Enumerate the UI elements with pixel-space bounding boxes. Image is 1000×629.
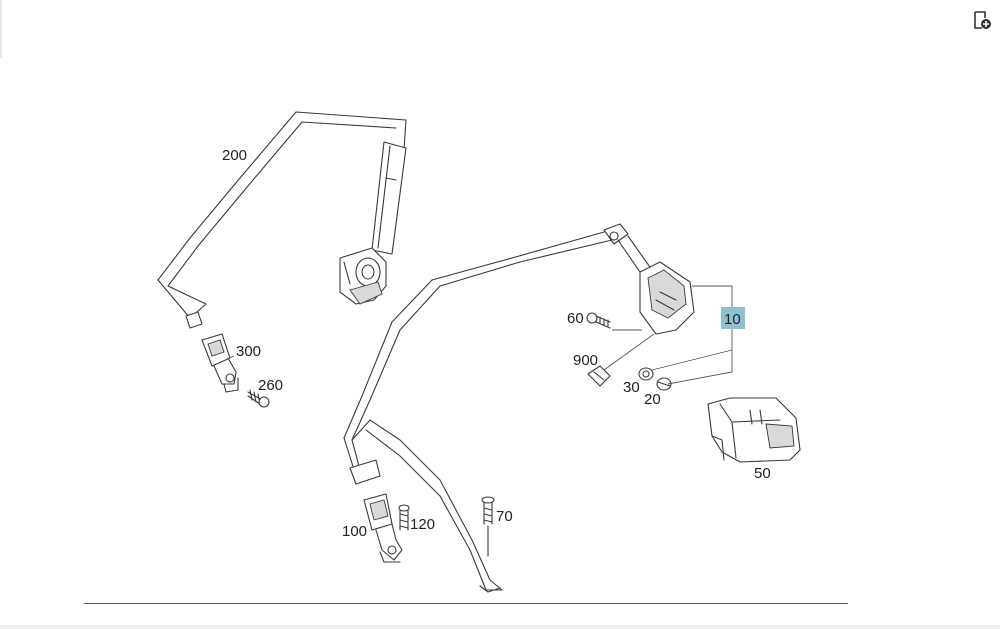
buckle-300 <box>201 333 239 393</box>
left-edge-strip <box>0 0 2 58</box>
add-to-list-icon <box>974 11 991 29</box>
bolt-70 <box>481 496 495 557</box>
bolt-260 <box>247 389 270 408</box>
diagram-baseline <box>84 603 848 604</box>
callout-70[interactable]: 70 <box>496 508 513 525</box>
callout-30[interactable]: 30 <box>623 379 640 396</box>
bolt-120 <box>398 504 410 531</box>
washer-30 <box>638 367 654 381</box>
callout-300[interactable]: 300 <box>236 343 261 360</box>
buckle-100 <box>363 493 403 563</box>
bottom-strip <box>0 625 1000 629</box>
callout-10[interactable]: 10 <box>724 311 741 328</box>
callout-120[interactable]: 120 <box>410 516 435 533</box>
cap-20 <box>656 377 672 391</box>
clip-900 <box>587 365 611 387</box>
callout-260[interactable]: 260 <box>258 377 283 394</box>
callout-50[interactable]: 50 <box>754 465 771 482</box>
callout-100[interactable]: 100 <box>342 523 367 540</box>
callout-60[interactable]: 60 <box>567 310 584 327</box>
bolt-60 <box>586 312 611 329</box>
callout-10-highlight <box>721 307 745 329</box>
callout-20[interactable]: 20 <box>644 391 661 408</box>
belt-assembly-200 <box>157 111 407 329</box>
callout-200[interactable]: 200 <box>222 147 247 164</box>
belt-assembly-10 <box>343 223 695 593</box>
callout-900[interactable]: 900 <box>573 352 598 369</box>
cover-50 <box>707 397 801 463</box>
callouts: 200 300 260 60 900 10 30 20 50 70 100 12… <box>222 147 771 540</box>
add-to-list-button[interactable] <box>970 8 994 32</box>
